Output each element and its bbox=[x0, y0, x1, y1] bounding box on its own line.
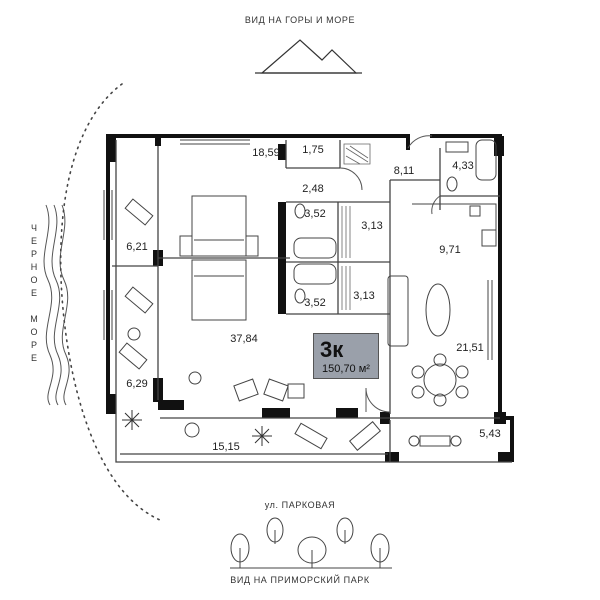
apartment-total-area: 150,70 м² bbox=[322, 363, 370, 375]
sea-label-letter: Е bbox=[30, 353, 38, 363]
interior-walls bbox=[112, 140, 512, 463]
sea-label-letter: Ч bbox=[31, 223, 37, 233]
sea-label-letter: Н bbox=[30, 262, 38, 272]
coast-dotted-arc bbox=[59, 83, 161, 521]
bottom-view-caption: ВИД НА ПРИМОРСКИЙ ПАРК bbox=[230, 575, 370, 585]
park-trees-icon bbox=[230, 517, 392, 569]
room-area-balcony-lower-left: 6,29 bbox=[126, 378, 148, 390]
top-view-caption: ВИД НА ГОРЫ И МОРЕ bbox=[244, 15, 356, 25]
beds bbox=[179, 195, 259, 321]
furniture bbox=[118, 198, 469, 451]
room-area-hall-top: 8,11 bbox=[393, 165, 415, 177]
sea-label-letter: Е bbox=[30, 288, 38, 298]
room-area-living-room: 21,51 bbox=[456, 342, 484, 354]
apartment-room-count: 3к bbox=[320, 337, 344, 362]
room-area-terrace-top: 18,59 bbox=[252, 147, 280, 159]
room-area-master-bedroom: 37,84 bbox=[230, 333, 258, 345]
room-area-bath-top-right: 4,33 bbox=[452, 160, 474, 172]
street-label: ул. ПАРКОВАЯ bbox=[264, 500, 336, 510]
room-area-terrace-bottom: 15,15 bbox=[212, 441, 240, 453]
sea-label-letter: М bbox=[30, 314, 38, 324]
bathroom-fixtures bbox=[293, 139, 497, 304]
wardrobe-hatch bbox=[341, 143, 371, 310]
windows bbox=[103, 139, 493, 360]
kitchen-counter bbox=[412, 203, 497, 247]
sea-label-letter: Р bbox=[30, 249, 38, 259]
room-area-wardrobe-lower: 3,13 bbox=[353, 290, 375, 302]
plant-icons bbox=[122, 410, 272, 446]
room-area-entry-closet: 1,75 bbox=[302, 144, 324, 156]
room-area-wardrobe-upper: 3,13 bbox=[361, 220, 383, 232]
sea-waves-icon bbox=[43, 204, 70, 406]
apartment-badge: 3к 150,70 м² bbox=[313, 333, 379, 379]
mountain-icon bbox=[255, 39, 362, 74]
sea-label-letter: О bbox=[30, 275, 38, 285]
room-area-kitchen: 9,71 bbox=[439, 244, 461, 256]
room-area-balcony-bottom-right: 5,43 bbox=[479, 428, 501, 440]
sea-label-letter: Р bbox=[30, 340, 38, 350]
room-area-bath-upper: 3,52 bbox=[304, 208, 326, 220]
room-area-balcony-upper-left: 6,21 bbox=[126, 241, 148, 253]
sea-label-letter: О bbox=[30, 327, 38, 337]
room-area-corridor: 2,48 bbox=[302, 183, 324, 195]
sea-label-letter: Е bbox=[30, 236, 38, 246]
room-area-bath-lower: 3,52 bbox=[304, 297, 326, 309]
